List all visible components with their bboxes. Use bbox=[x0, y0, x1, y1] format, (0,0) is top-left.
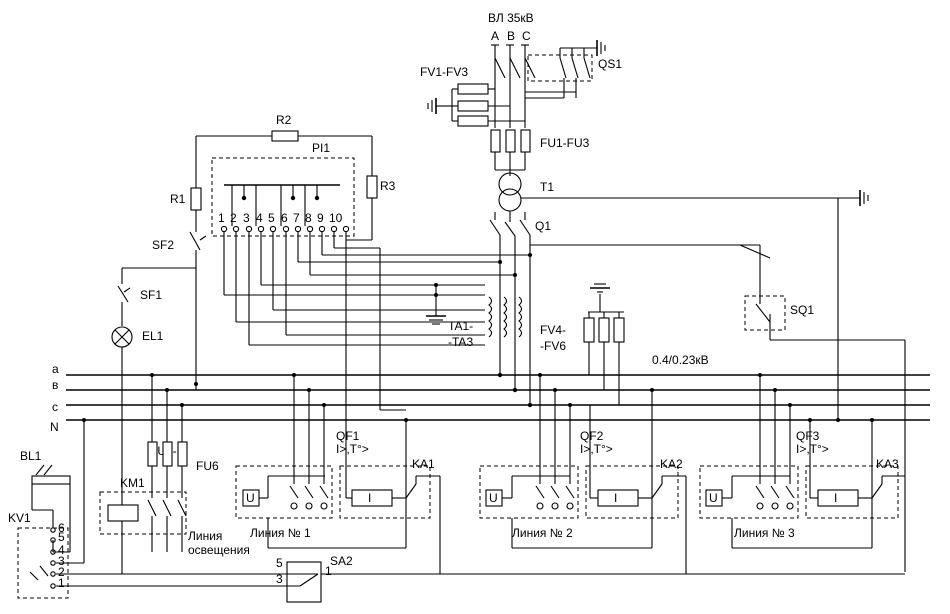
hv-line-input: ВЛ 35кВ A B C bbox=[488, 11, 536, 128]
qf3-protection-label: I>,T°> bbox=[796, 442, 829, 456]
lighting-line-label-1: Линия bbox=[188, 529, 222, 543]
sa2-pin-5: 5 bbox=[276, 556, 283, 570]
line2-label: Линия № 2 bbox=[512, 526, 573, 540]
meter-terminal-9: 9 bbox=[317, 211, 324, 225]
meter-terminal-1: 1 bbox=[218, 211, 225, 225]
ka2-label: KA2 bbox=[660, 457, 683, 471]
meter-pi1: PI1 1 2 3 4 5 6 7 8 9 10 bbox=[211, 141, 355, 237]
lighting-contactor-km1: KM1 FU4- FU4- FU6 Линия освещения bbox=[99, 373, 250, 557]
photo-sensor-bl1: BL1 bbox=[20, 449, 71, 552]
phase-c-label: C bbox=[522, 29, 531, 43]
current-transformers-ta1-ta3: TA1- -TA3 bbox=[426, 283, 523, 349]
meter-terminal-2: 2 bbox=[230, 211, 237, 225]
qf1-label: QF1 bbox=[336, 429, 360, 443]
line2-i-relay: I bbox=[614, 491, 617, 505]
meter-terminal-7: 7 bbox=[293, 211, 300, 225]
fv1-fv3-label: FV1-FV3 bbox=[420, 65, 468, 79]
meter-terminal-4: 4 bbox=[256, 211, 263, 225]
kv1-pin-3: 3 bbox=[58, 554, 65, 568]
relay-kv1: KV1 6 5 4 3 2 1 bbox=[8, 418, 290, 599]
kv1-label: KV1 bbox=[8, 511, 31, 525]
kv1-pin-5: 5 bbox=[58, 530, 65, 544]
phase-b-label: B bbox=[507, 29, 515, 43]
sa2-pin-1: 1 bbox=[325, 564, 332, 578]
fu6-label: FU6 bbox=[196, 459, 219, 473]
line3-label: Линия № 3 bbox=[734, 526, 795, 540]
line3-u-relay: U bbox=[709, 491, 718, 505]
r3-label: R3 bbox=[380, 179, 396, 193]
lighting-circuit: SF1 EL1 bbox=[111, 267, 198, 572]
ta1-label: TA1- bbox=[448, 319, 473, 333]
ka3-label: KA3 bbox=[876, 457, 899, 471]
feeder-line-2: QF2 I>,T°> KA2 U I Линия № 2 bbox=[479, 373, 687, 574]
secondary-voltage-label: 0.4/0.23кВ bbox=[652, 353, 709, 367]
switch-sf2: SF2 bbox=[152, 231, 207, 384]
sa2-label: SA2 bbox=[330, 554, 353, 568]
meter-terminal-8: 8 bbox=[305, 211, 312, 225]
kv1-pin-2: 2 bbox=[58, 565, 65, 579]
qf3-label: QF3 bbox=[796, 429, 820, 443]
phase-a-label: A bbox=[491, 29, 499, 43]
selector-sa2: SA2 5 3 1 bbox=[121, 554, 905, 603]
line1-i-relay: I bbox=[368, 491, 371, 505]
meter-terminal-10: 10 bbox=[329, 211, 343, 225]
fv4-label: FV4- bbox=[540, 323, 566, 337]
r1-label: R1 bbox=[170, 192, 186, 206]
line3-i-relay: I bbox=[834, 491, 837, 505]
sq1-label: SQ1 bbox=[790, 303, 814, 317]
feeder-line-3: QF3 I>,T°> KA3 U I Л bbox=[699, 373, 905, 549]
line1-u-relay: U bbox=[246, 491, 255, 505]
hv-line-label: ВЛ 35кВ bbox=[488, 11, 534, 25]
pi1-label: PI1 bbox=[312, 141, 330, 155]
bus-b-label: в bbox=[52, 378, 58, 392]
breaker-q1: Q1 bbox=[489, 212, 760, 405]
feeder-line-1: QF1 I>,T°> KA1 U I Линия bbox=[235, 373, 441, 574]
fv6-label: -FV6 bbox=[540, 339, 566, 353]
sf1-label: SF1 bbox=[140, 288, 162, 302]
sf2-label: SF2 bbox=[152, 238, 174, 252]
lighting-line-label-2: освещения bbox=[188, 543, 250, 557]
resistors-r1-r3: R2 R1 R3 bbox=[170, 113, 396, 241]
qf2-label: QF2 bbox=[580, 429, 604, 443]
surge-arresters-fv1-fv3: FV1-FV3 bbox=[420, 65, 525, 127]
sa2-pin-3: 3 bbox=[276, 572, 283, 586]
bl1-label: BL1 bbox=[20, 449, 42, 463]
qs1-label: QS1 bbox=[598, 57, 622, 71]
ka1-label: KA1 bbox=[412, 457, 435, 471]
q1-label: Q1 bbox=[535, 219, 551, 233]
meter-terminal-6: 6 bbox=[281, 211, 288, 225]
fuses-fu1-fu3: FU1-FU3 bbox=[490, 129, 590, 176]
kv1-pin-4: 4 bbox=[58, 543, 65, 557]
surge-arresters-fv4-fv6: FV4- -FV6 0.4/0.23кВ bbox=[540, 283, 709, 405]
line1-label: Линия № 1 bbox=[250, 526, 311, 540]
bus-a-label: a bbox=[52, 362, 59, 376]
bus-c-label: с bbox=[52, 400, 58, 414]
km1-label: KM1 bbox=[120, 476, 145, 490]
qf2-protection-label: I>,T°> bbox=[580, 442, 613, 456]
meter-wiring bbox=[223, 232, 532, 418]
t1-label: T1 bbox=[540, 180, 554, 194]
bus-n-label: N bbox=[50, 420, 59, 434]
ta3-label: -TA3 bbox=[448, 335, 473, 349]
grounding-switch-qs1: QS1 bbox=[525, 40, 622, 99]
kv1-pin-1: 1 bbox=[58, 576, 65, 590]
fu1-fu3-label: FU1-FU3 bbox=[540, 136, 590, 150]
r2-label: R2 bbox=[276, 113, 292, 127]
limit-switch-sq1: SQ1 bbox=[739, 244, 906, 572]
meter-terminal-3: 3 bbox=[243, 211, 250, 225]
busbars: a в с N bbox=[50, 362, 930, 434]
line2-u-relay: U bbox=[489, 491, 498, 505]
qf1-protection-label: I>,T°> bbox=[336, 442, 369, 456]
el1-label: EL1 bbox=[142, 329, 164, 343]
meter-terminal-5: 5 bbox=[268, 211, 275, 225]
transformer-t1: T1 bbox=[498, 172, 869, 420]
kv1-pin-6: 6 bbox=[58, 521, 65, 535]
